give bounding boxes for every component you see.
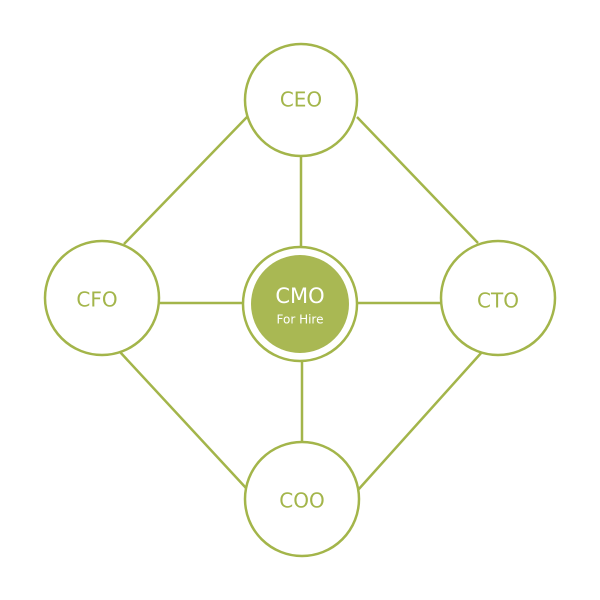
- node-cfo-label: CFO: [76, 288, 117, 312]
- node-cto-label: CTO: [477, 289, 519, 313]
- node-coo: COO: [243, 440, 361, 558]
- node-ceo: CEO: [243, 42, 359, 158]
- node-cmo-sublabel: For Hire: [277, 313, 324, 327]
- node-ceo-label: CEO: [280, 88, 322, 112]
- node-cfo: CFO: [43, 239, 161, 357]
- node-coo-label: COO: [279, 489, 324, 513]
- edge-cfo-coo: [119, 351, 247, 489]
- node-cmo: CMO For Hire: [241, 245, 359, 363]
- edge-ceo-cto: [356, 116, 479, 244]
- node-cto: CTO: [439, 239, 557, 357]
- node-cmo-label: CMO: [275, 284, 324, 308]
- edge-cto-coo: [357, 351, 483, 491]
- edge-ceo-cfo: [123, 116, 248, 245]
